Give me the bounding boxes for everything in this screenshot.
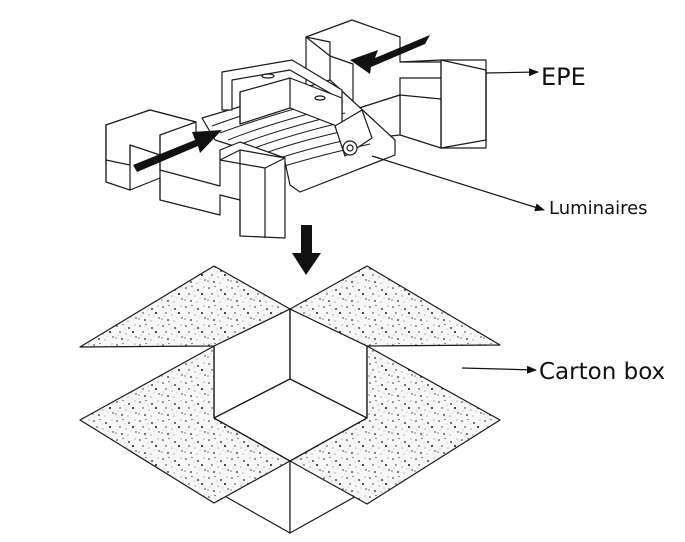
insert-arrow-icon: [133, 35, 430, 172]
luminaires-leader: [371, 155, 545, 212]
carton-box: [79, 265, 501, 534]
luminaires-label: Luminaires: [549, 198, 648, 219]
epe-block-back: [305, 19, 487, 149]
carton-box-leader: [461, 365, 537, 374]
epe-block-front: [105, 109, 286, 239]
carton-flap-back-right: [289, 265, 501, 347]
luminaire: [201, 59, 396, 193]
leader-lines: [371, 68, 545, 374]
carton-box-label: Carton box: [539, 359, 666, 385]
epe-label: EPE: [541, 63, 586, 91]
down-arrow-icon: [292, 225, 321, 275]
epe-leader: [485, 68, 539, 77]
